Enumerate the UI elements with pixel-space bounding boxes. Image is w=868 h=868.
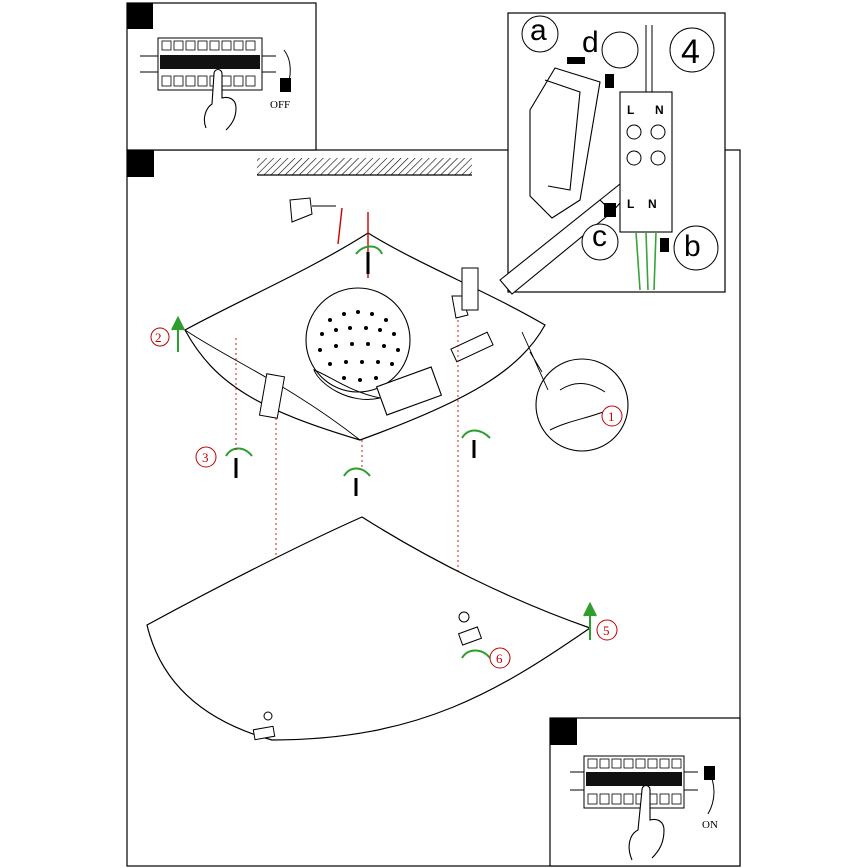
- ceiling-hatch: [257, 158, 472, 175]
- bracket-a: [529, 67, 601, 219]
- step-circle-1: [601, 405, 623, 427]
- rotate-arrow-icon: [461, 649, 491, 659]
- on-label: ON: [702, 819, 718, 831]
- led-plate: [305, 287, 411, 393]
- driver-cable: [313, 369, 381, 400]
- step-circle-4: [669, 27, 715, 73]
- off-label: OFF: [270, 99, 290, 111]
- label-circle-c: [581, 223, 619, 261]
- letter-b: b: [684, 230, 701, 263]
- mains-wires: [635, 231, 657, 291]
- led-dots: [318, 310, 400, 382]
- label-circle-d: [601, 31, 639, 69]
- step-circle-6: [489, 647, 511, 669]
- screw-icon: [225, 447, 253, 478]
- label-circle-a: [521, 15, 559, 53]
- step-5-label: 5: [603, 623, 610, 638]
- letter-c: c: [592, 220, 607, 253]
- switch-marker: [704, 766, 715, 780]
- breaker-strip: [140, 37, 276, 91]
- step-circle-2: [150, 327, 170, 347]
- panel-power-on: ON: [549, 717, 741, 867]
- lamp-base: [184, 207, 546, 441]
- arrow-up-icon: [171, 315, 185, 352]
- main-panel-marker: [127, 150, 154, 177]
- step-2-label: 2: [155, 330, 162, 345]
- panel-marker: [127, 3, 153, 29]
- terminal-top-l: L: [627, 103, 634, 117]
- breaker-strip: [570, 755, 698, 809]
- panel-power-off: OFF: [126, 2, 317, 151]
- step-1-label: 1: [608, 409, 615, 424]
- step-circle-5: [596, 619, 618, 641]
- glass-shade: [146, 516, 592, 741]
- drill-icon: [289, 197, 336, 223]
- terminal-bottom-l: L: [627, 197, 634, 211]
- label-circle-b: [673, 225, 719, 271]
- mounting-bracket: [258, 373, 286, 419]
- hand-icon: [628, 784, 665, 861]
- step-6-label: 6: [496, 651, 503, 666]
- panel-marker: [550, 718, 577, 745]
- screw-icon: [461, 429, 491, 458]
- panel-wiring-detail: a d 4 L N L N c b: [499, 12, 726, 295]
- step-circle-3: [195, 446, 217, 468]
- hand-icon: [203, 68, 237, 131]
- connector-block: [450, 331, 494, 363]
- page-frame: [126, 149, 741, 867]
- step-3-label: 3: [202, 450, 209, 465]
- arrow-up-icon: [583, 601, 597, 640]
- wire-inset-circle: [535, 358, 629, 452]
- led-driver: [375, 366, 443, 416]
- screw-icon: [343, 467, 371, 496]
- letter-a: a: [530, 14, 547, 47]
- letter-d: d: [582, 26, 599, 59]
- switch-marker: [280, 78, 291, 92]
- step-4-label: 4: [681, 33, 700, 71]
- supply-wires: [645, 25, 653, 92]
- terminal-top-n: N: [655, 103, 664, 117]
- screw-icon: [355, 245, 383, 274]
- terminal-bottom-n: N: [648, 197, 657, 211]
